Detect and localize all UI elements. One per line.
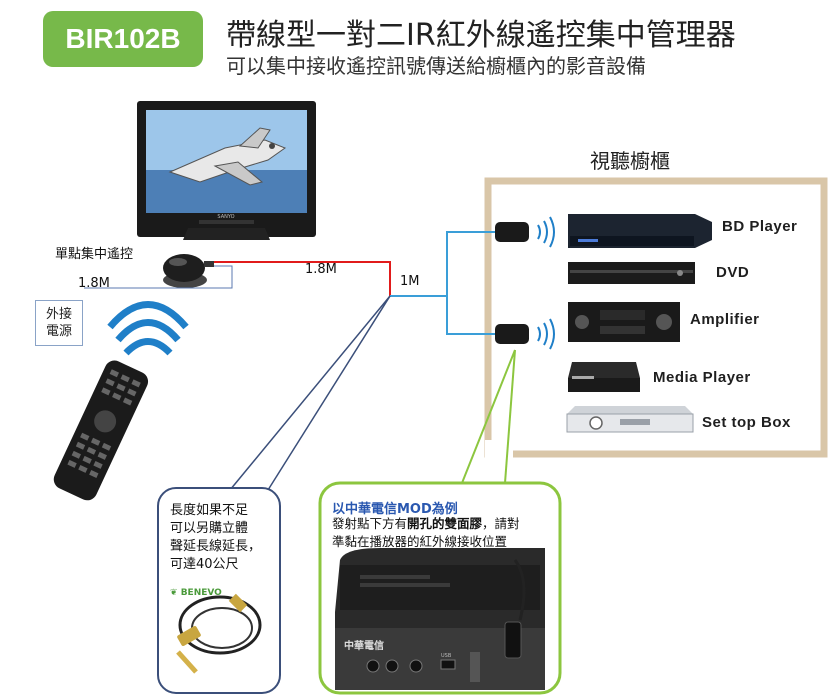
device-amplifier	[568, 302, 680, 342]
mod-device: 中華電信 USB	[335, 548, 545, 690]
device-bd-player	[568, 214, 712, 248]
callout-line-a	[229, 295, 391, 491]
benevo-leaf-icon: ❦	[170, 588, 178, 598]
power-lead	[84, 265, 233, 289]
red-cable	[214, 261, 391, 296]
wifi-signal-icon	[107, 301, 189, 356]
cable-length-left: 1.8M	[78, 276, 110, 291]
model-badge: BIR102B	[43, 11, 203, 67]
page-title: 帶線型一對二IR紅外線遙控集中管理器	[226, 18, 736, 53]
device-set-top-box	[566, 406, 694, 433]
extension-cable	[176, 593, 262, 674]
device-media-player	[568, 362, 640, 392]
ir-emitter-bottom	[495, 318, 555, 350]
cable-length-right: 1.8M	[305, 262, 337, 277]
mod-pointer-b	[504, 349, 516, 484]
remote-control	[53, 360, 149, 501]
device-label-dvd: DVD	[716, 264, 750, 281]
ir-receiver	[163, 254, 214, 288]
device-label-bd: BD Player	[722, 218, 798, 235]
device-label-amplifier: Amplifier	[690, 311, 760, 328]
mod-callout-text: 發射點下方有開孔的雙面膠，請對 準黏在播放器的紅外線接收位置	[332, 516, 520, 549]
tv-illustration: SANYO	[137, 101, 316, 240]
page-subtitle: 可以集中接收遙控訊號傳送給櫥櫃內的影音設備	[226, 54, 646, 78]
cable-extension-note: 長度如果不足 可以另購立體 聲延長線延長， 可達40公尺	[170, 503, 262, 572]
splitter-cable-length: 1M	[400, 274, 420, 289]
mod-pointer-a	[461, 349, 516, 484]
callout-line-b	[267, 295, 391, 491]
mod-callout-title: 以中華電信MOD為例	[332, 502, 458, 517]
tv-brand: SANYO	[217, 214, 234, 220]
device-label-set-top-box: Set top Box	[702, 414, 791, 431]
device-dvd	[568, 262, 695, 284]
mod-device-label: 中華電信	[344, 639, 384, 652]
benevo-logo: ❦ BENEVO	[170, 588, 222, 598]
mod-usb-label: USB	[441, 653, 452, 659]
cabinet-title: 視聽櫥櫃	[590, 149, 670, 173]
external-power-label: 外接 電源	[35, 300, 83, 346]
receiver-label: 單點集中遙控	[55, 247, 134, 262]
ir-emitter-top	[495, 216, 555, 248]
blue-cable-bottom	[446, 296, 495, 335]
cabinet-notch	[485, 440, 513, 460]
device-label-media-player: Media Player	[653, 369, 751, 386]
blue-cable-top	[390, 231, 495, 297]
